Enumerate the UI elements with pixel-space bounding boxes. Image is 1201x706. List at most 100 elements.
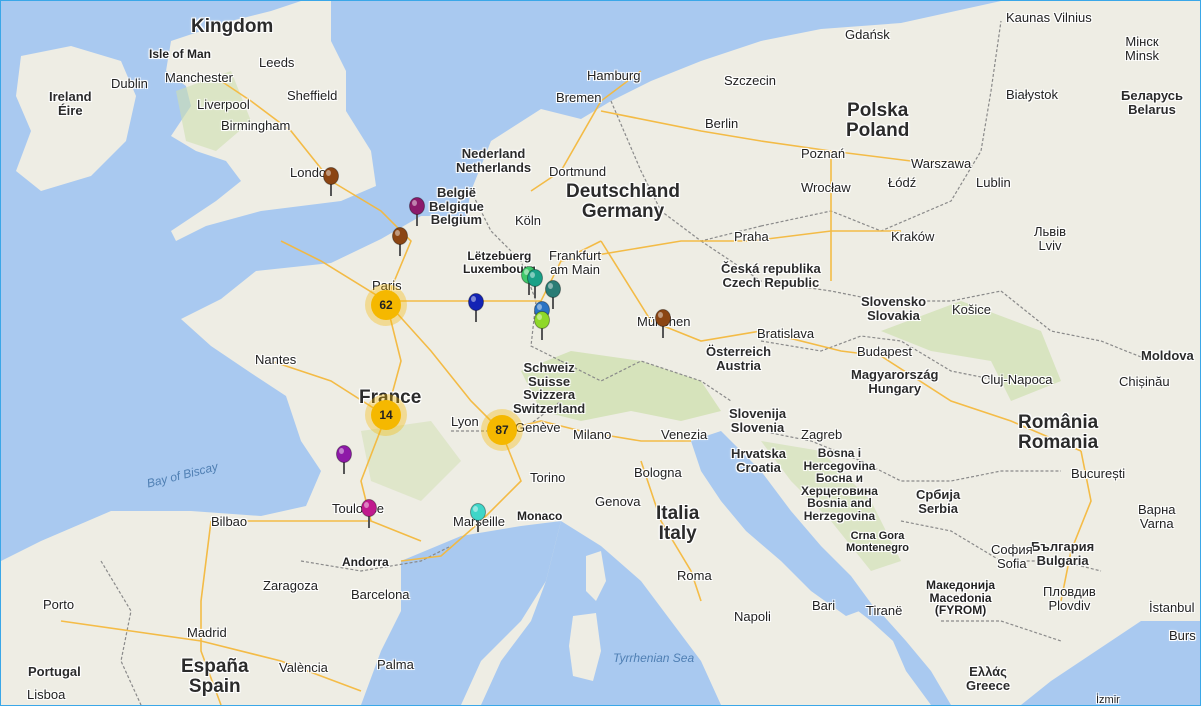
label-paris: Paris (372, 278, 402, 293)
label-sheffield: Sheffield (287, 88, 338, 103)
road-network (60, 70, 1092, 705)
label-roma: Roma (677, 568, 712, 583)
terrain-alps (521, 351, 721, 421)
label-ireland: Ireland Éire (49, 89, 92, 118)
marker-limoges[interactable] (335, 445, 353, 475)
land-sardinia (569, 613, 601, 681)
marker-lille[interactable] (408, 197, 426, 227)
label-barcelona: Barcelona (351, 587, 410, 602)
label-moldova: Moldova (1141, 348, 1194, 363)
label-valencia: València (279, 660, 328, 675)
water-tyrrhenian (481, 521, 721, 705)
label-izmir: İzmir (1096, 694, 1120, 706)
terrain-dinaric (761, 441, 901, 571)
marker-champagne[interactable] (467, 293, 485, 323)
label-plovdiv: Пловдив Plovdiv (1043, 584, 1096, 613)
terrain-wales (176, 71, 251, 151)
label-slovenia: Slovenija Slovenia (729, 406, 787, 435)
label-sofia: София Sofia (991, 542, 1033, 571)
label-geneve: Genève (515, 420, 561, 435)
marker-saarbrucken[interactable] (544, 280, 562, 310)
label-portugal: Portugal (28, 664, 81, 679)
label-chisinau: Chișinău (1119, 374, 1170, 389)
label-milano: Milano (573, 427, 612, 442)
marker-strasbourg-lime[interactable] (533, 311, 551, 341)
label-dublin: Dublin (111, 76, 148, 91)
label-lodz: Łódź (888, 175, 917, 190)
label-zagreb: Zagreb (801, 427, 843, 442)
label-torino: Torino (530, 470, 566, 485)
label-burs: Burs (1169, 628, 1196, 643)
label-croatia: Hrvatska Croatia (731, 446, 786, 475)
marker-marseille[interactable] (469, 503, 487, 533)
marker-luxembourg-teal[interactable] (526, 269, 544, 299)
label-berlin: Berlin (705, 116, 739, 131)
cluster-paris[interactable]: 62 (371, 290, 401, 320)
cluster-lyon[interactable]: 87 (487, 415, 517, 445)
label-koln: Köln (515, 213, 542, 228)
label-poznan: Poznań (801, 146, 846, 161)
marker-munchen[interactable] (654, 309, 672, 339)
label-palma: Palma (377, 657, 414, 672)
label-szczecin: Szczecin (724, 73, 777, 88)
label-warszawa: Warszawa (911, 156, 972, 171)
label-macedonia: Македонија Macedonia (FYROM) (926, 578, 996, 618)
label-switzerland: Schweiz Suisse Svizzera Switzerland (513, 360, 586, 416)
label-manchester: Manchester (165, 70, 233, 85)
label-montenegro: Crna Gora Montenegro (846, 530, 909, 554)
label-monaco: Monaco (517, 509, 563, 523)
label-dortmund: Dortmund (549, 164, 607, 179)
label-leeds: Leeds (259, 55, 295, 70)
label-napoli: Napoli (734, 609, 771, 624)
label-serbia: Србија Serbia (916, 487, 961, 516)
label-liverpool: Liverpool (197, 97, 250, 112)
country-borders (100, 20, 1152, 705)
label-tirane: Tiranë (866, 603, 903, 618)
label-wroclaw: Wrocław (801, 180, 851, 195)
label-czech: Česká republika Czech Republic (721, 261, 821, 290)
water-gulf-lion (361, 521, 561, 705)
label-london: London (290, 165, 334, 180)
label-spain: España Spain (181, 656, 249, 697)
label-luxembourg: Lëtzebuerg Luxembourg (463, 249, 536, 276)
label-nederland: Nederland Netherlands (456, 146, 532, 175)
label-zaragoza: Zaragoza (263, 578, 318, 593)
terrain-massif (361, 421, 461, 501)
label-nantes: Nantes (255, 352, 297, 367)
label-bari: Bari (812, 598, 836, 613)
label-kaunas-vilnius: Kaunas Vilnius (1006, 10, 1092, 25)
label-genova: Genova (595, 494, 641, 509)
label-andorra: Andorra (342, 555, 389, 569)
label-madrid: Madrid (187, 625, 227, 640)
label-bosnia: Bosna i Hercegovina Босна и Херцеговина … (801, 446, 878, 523)
label-budapest: Budapest (857, 344, 912, 359)
label-frankfurt: Frankfurt am Main (549, 248, 602, 277)
label-praha: Praha (734, 229, 769, 244)
label-venezia: Venezia (661, 427, 708, 442)
land-ireland (16, 46, 136, 191)
marker-london[interactable] (322, 167, 340, 197)
label-belgium: België Belgique Belgium (429, 185, 484, 228)
label-france: France (359, 387, 422, 408)
label-krakow: Kraków (891, 229, 935, 244)
label-bilbao: Bilbao (211, 514, 248, 529)
terrain-carpathians (881, 301, 1061, 401)
label-lisboa: Lisboa (27, 687, 66, 702)
label-porto: Porto (43, 597, 75, 612)
label-poland: Polska Poland (846, 100, 910, 141)
cluster-france[interactable]: 14 (371, 400, 401, 430)
label-cluj: Cluj-Napoca (981, 372, 1053, 387)
label-minsk: Мінск Minsk (1125, 34, 1159, 63)
label-bialystok: Białystok (1006, 87, 1059, 102)
label-lublin: Lublin (976, 175, 1011, 190)
label-birmingham: Birmingham (221, 118, 291, 133)
label-hungary: Magyarország Hungary (851, 367, 939, 396)
label-istanbul: İstanbul (1149, 600, 1195, 615)
marker-toulouse[interactable] (360, 499, 378, 529)
land-italy (561, 479, 831, 705)
land-corsica (586, 551, 606, 601)
marker-nord[interactable] (391, 227, 409, 257)
label-gdansk: Gdańsk (845, 27, 890, 42)
